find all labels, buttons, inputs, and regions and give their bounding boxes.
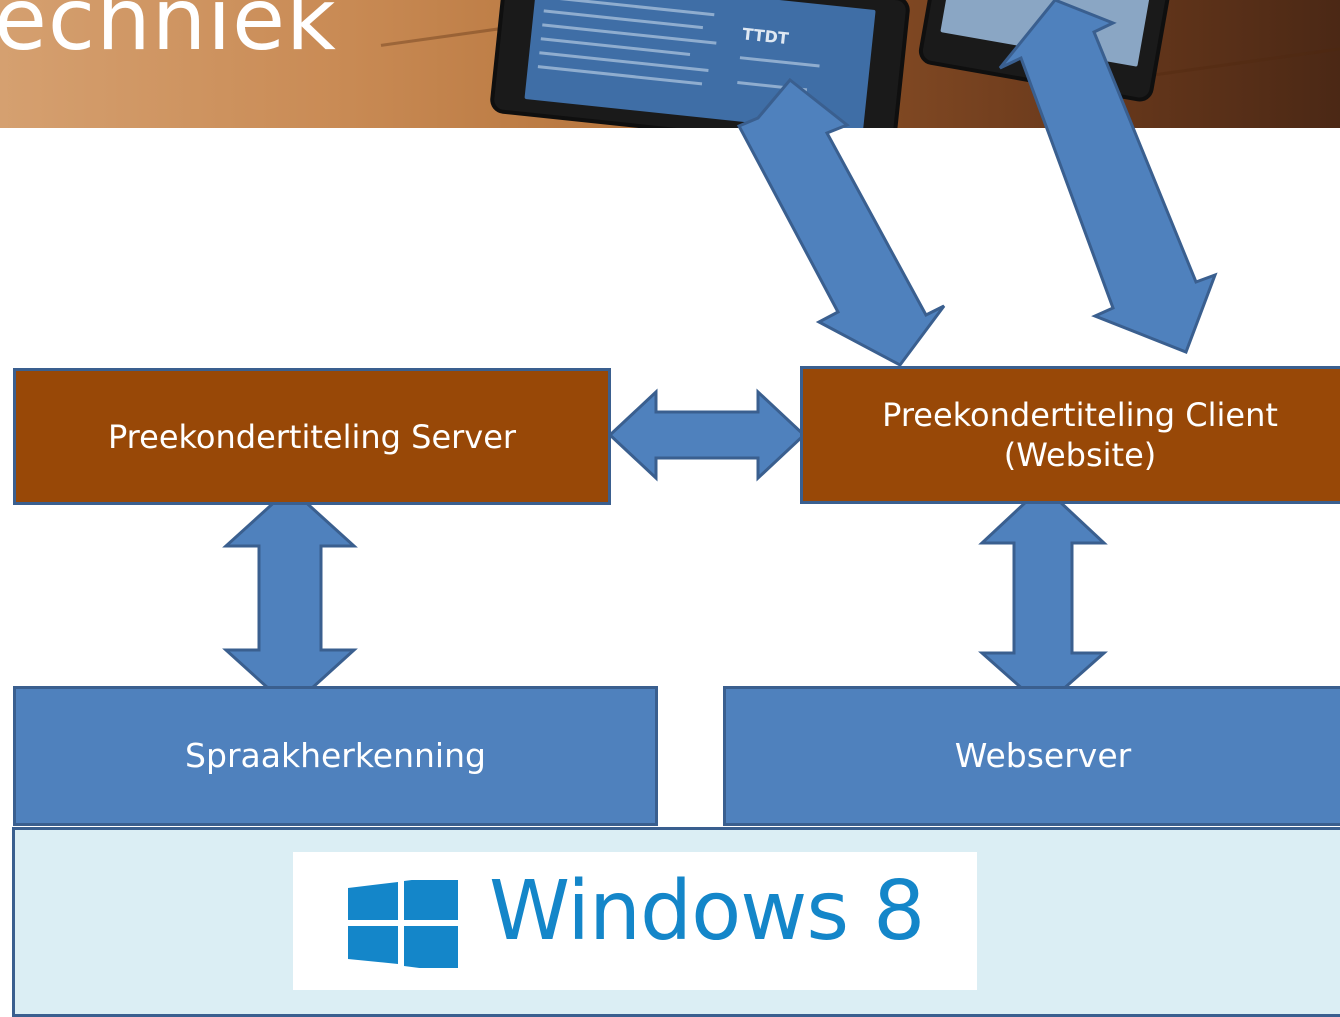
node-client: Preekondertiteling Client (Website) [800, 366, 1340, 504]
arrow-client-tablet2 [998, 0, 1218, 354]
node-speech-label: Spraakherkenning [185, 736, 486, 776]
arrow-client-tablet1 [736, 77, 946, 367]
node-server: Preekondertiteling Server [13, 368, 611, 505]
node-server-label: Preekondertiteling Server [107, 417, 517, 456]
windows-wordmark: Windows 8 [489, 864, 925, 959]
node-webserver-label: Webserver [954, 736, 1132, 776]
slide-title: echniek [0, 0, 337, 70]
node-webserver: Webserver [723, 686, 1340, 826]
header-banner: echniek TTDT [0, 0, 1340, 128]
windows-logo: Windows 8 [293, 852, 977, 990]
node-client-label: Preekondertiteling Client (Website) [882, 396, 1278, 474]
arrow-server-client [607, 388, 807, 482]
node-speech-recognition: Spraakherkenning [13, 686, 658, 826]
windows-flag-icon [348, 880, 458, 968]
arrow-client-webserver [978, 483, 1108, 710]
arrow-server-speech [222, 485, 358, 711]
